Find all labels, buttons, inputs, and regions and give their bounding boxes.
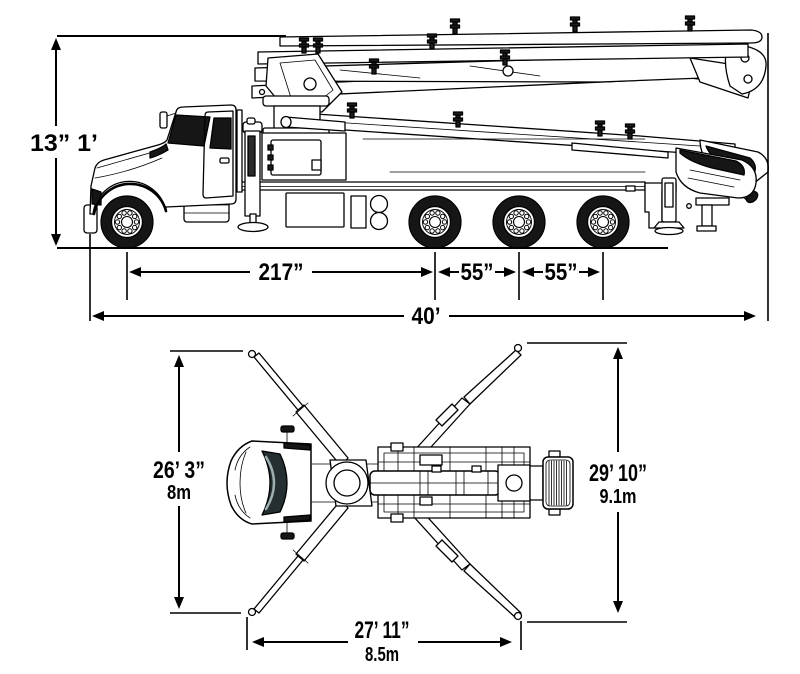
dimension-axle-spacing-2: 55” [522, 259, 600, 286]
truck-top-view [226, 343, 574, 621]
arrowhead-down-icon [613, 601, 623, 613]
overall-length-label: 40’ [412, 303, 441, 330]
dimension-overall-height: 13” 1’ [30, 38, 98, 246]
cab [83, 104, 243, 234]
front-outrigger-spread-metric-label: 8m [167, 482, 191, 504]
rear-pump-unit [529, 450, 574, 516]
front-outrigger-spread-label: 26’ 3” [153, 457, 205, 484]
dimension-outrigger-span: 27’ 11” 8.5m [246, 617, 522, 666]
arrowhead-left-icon [522, 267, 534, 277]
arrowhead-left-icon [92, 311, 104, 321]
outrigger-span-label: 27’ 11” [355, 617, 410, 644]
axle-spacing-2-label: 55” [545, 259, 578, 286]
arrowhead-left-icon [438, 267, 450, 277]
dimension-axle-spacing-1: 55” [438, 259, 516, 286]
turret-top [311, 459, 381, 507]
boom-top [369, 464, 531, 502]
rear-outrigger-and-hopper [644, 147, 757, 236]
front-outrigger-leg [237, 117, 269, 233]
dimension-wheelbase: 217” [129, 259, 433, 286]
rear-outrigger-spread-label: 29’ 10” [589, 460, 647, 487]
dimension-front-outrigger-spread: 26’ 3” 8m [153, 350, 243, 614]
cab-top [226, 425, 312, 540]
axle-spacing-1-label: 55” [461, 259, 494, 286]
side-view-dimensions: 13” 1’ 217” 55” 55” [30, 33, 769, 330]
dimension-overall-length: 40’ [92, 303, 756, 330]
dimension-rear-outrigger-spread: 29’ 10” 9.1m [527, 342, 647, 623]
arrowhead-left-icon [252, 637, 264, 647]
overall-height-label: 13” 1’ [30, 130, 98, 157]
extension-lines [89, 33, 769, 321]
rear-outrigger-spread-metric-label: 9.1m [600, 486, 637, 508]
arrowhead-right-icon [421, 267, 433, 277]
arrowhead-right-icon [500, 637, 512, 647]
outrigger-span-metric-label: 8.5m [365, 644, 399, 666]
top-view-dimensions: 26’ 3” 8m 29’ 10” 9.1m 27’ 11” 8.5m [153, 342, 647, 666]
arrowhead-down-icon [174, 597, 184, 609]
arrowhead-up-icon [174, 355, 184, 367]
arrowhead-down-icon [51, 234, 61, 246]
arrowhead-right-icon [744, 311, 756, 321]
arrowhead-up-icon [613, 347, 623, 359]
arrowhead-left-icon [129, 267, 141, 277]
wheelbase-label: 217” [259, 259, 304, 286]
arrowhead-up-icon [51, 38, 61, 50]
truck-side-view [83, 15, 769, 249]
arrowhead-right-icon [504, 267, 516, 277]
arrowhead-right-icon [588, 267, 600, 277]
